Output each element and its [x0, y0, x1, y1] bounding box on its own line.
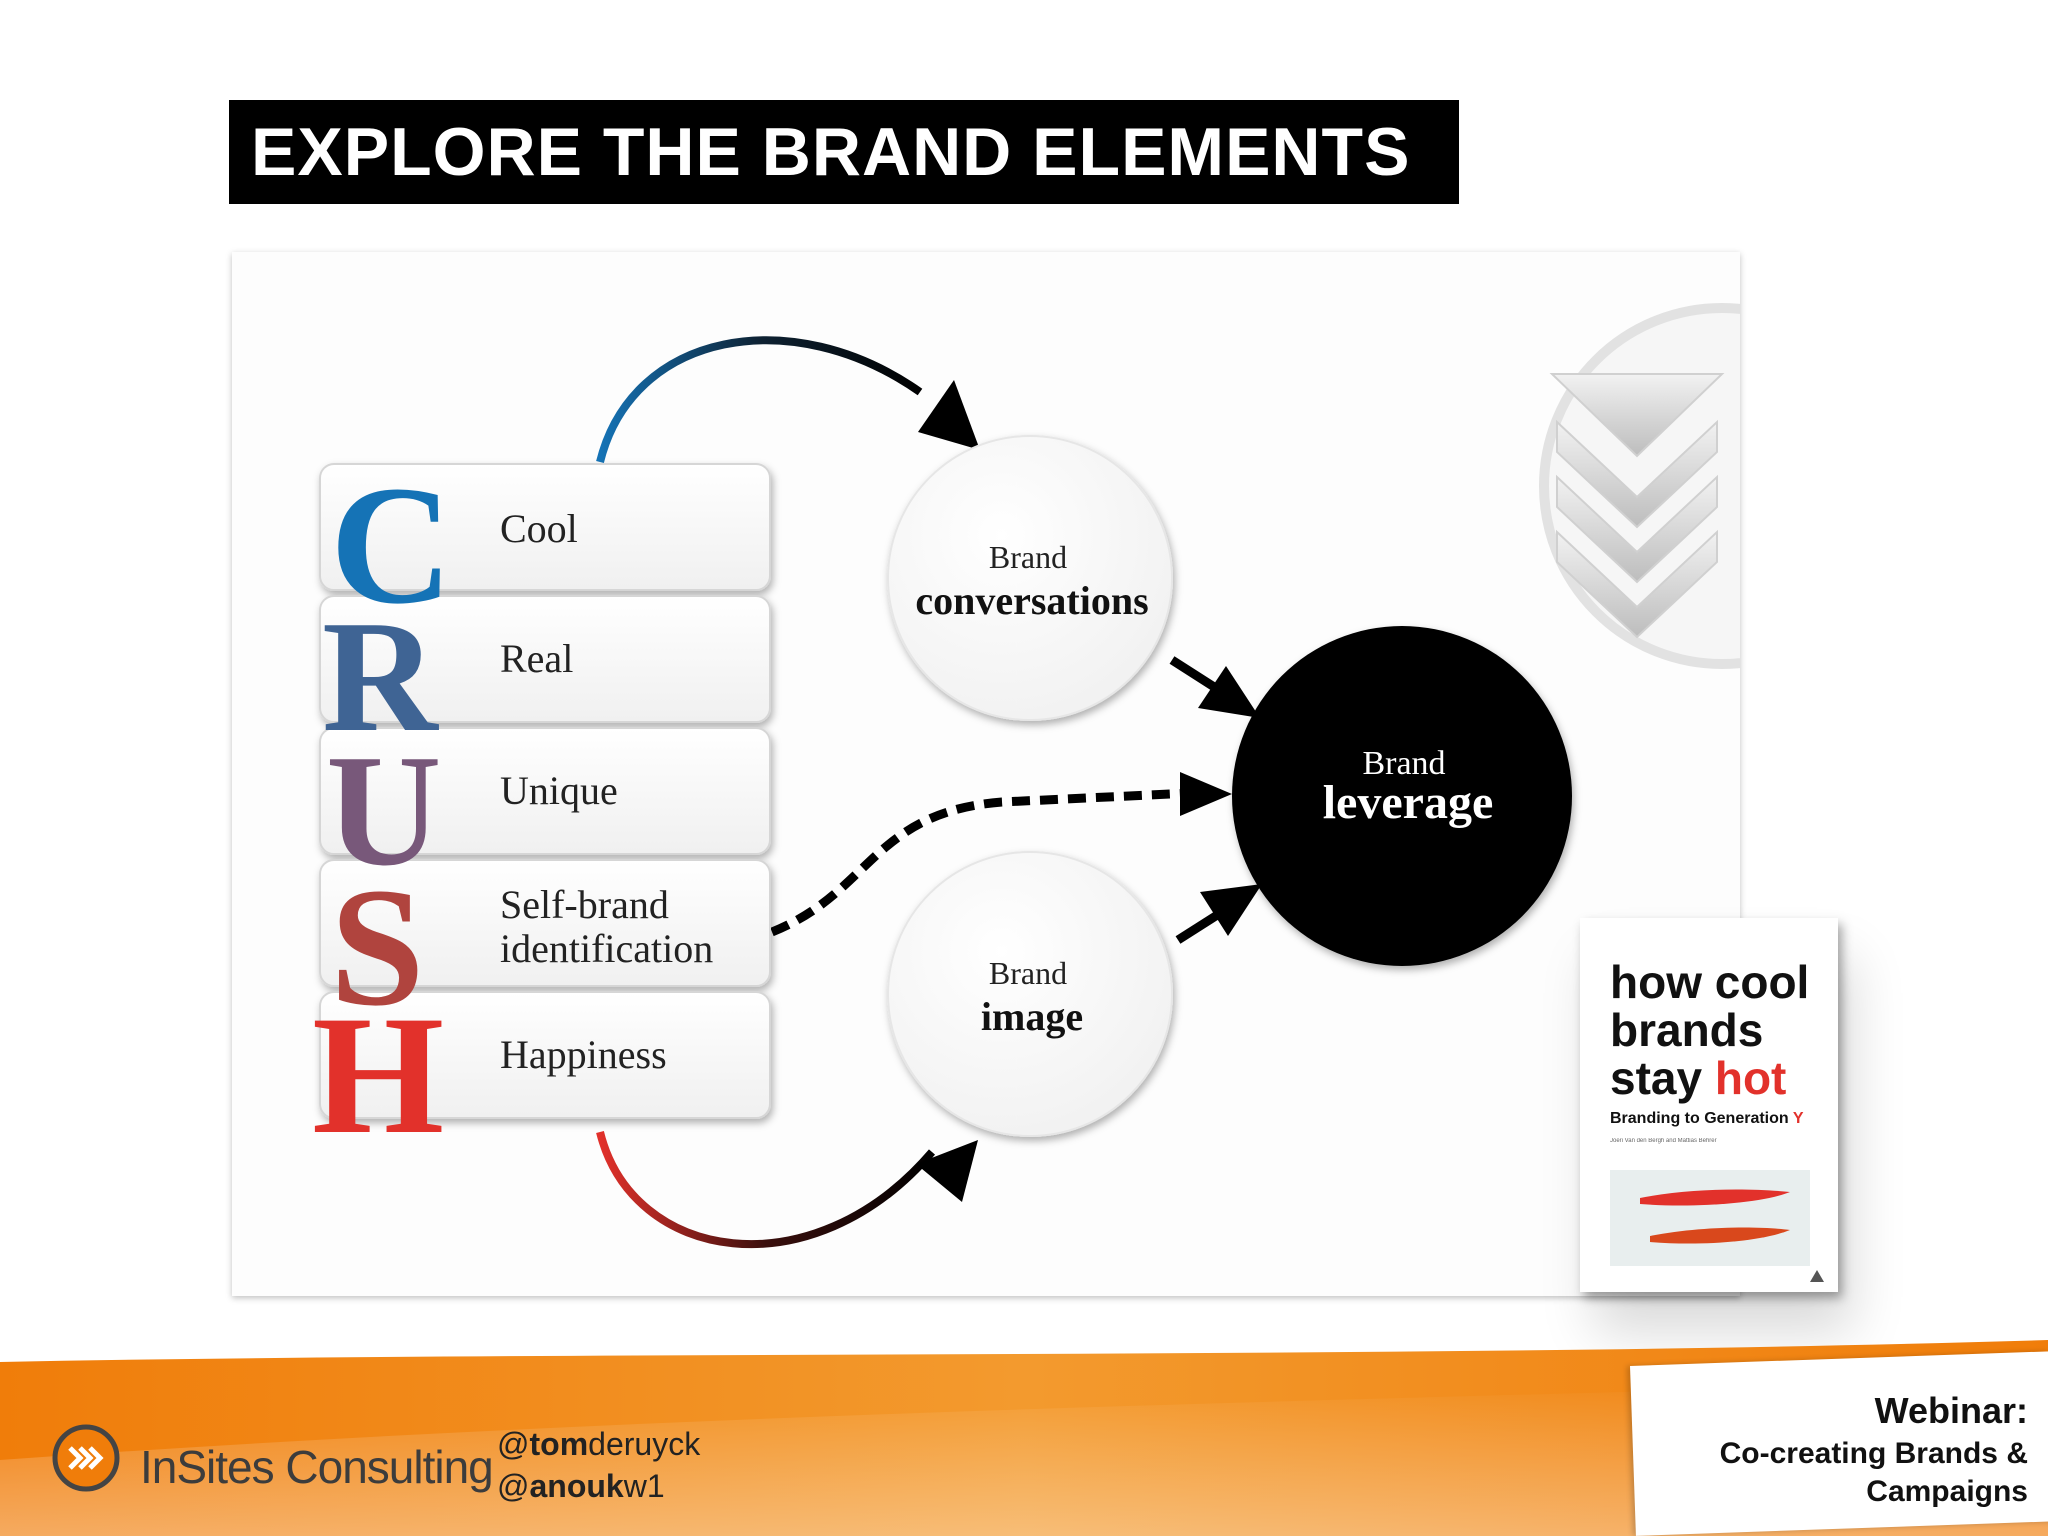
- book-cover: how cool brands stay hot Branding to Gen…: [1580, 918, 1838, 1292]
- webinar-title: Webinar:: [1874, 1390, 2028, 1431]
- image-label-line1: Brand: [989, 955, 1067, 991]
- crush-label-happiness: Happiness: [500, 1032, 667, 1077]
- book-title-hot: hot: [1714, 1052, 1787, 1104]
- crush-card-happiness: [319, 991, 771, 1119]
- arrowhead-leverage-top: [1198, 666, 1260, 718]
- conversations-label-line1: Brand: [989, 539, 1067, 575]
- crush-label-cool: Cool: [500, 506, 578, 551]
- webinar-subtitle: Co-creating Brands & Campaigns: [1719, 1437, 2028, 1508]
- crush-label-real: Real: [500, 636, 573, 681]
- book-title-line3: stay hot: [1610, 1054, 1830, 1102]
- brand-conversations-node: [887, 435, 1173, 721]
- arrow-cool-to-conversations: [596, 336, 923, 463]
- page-title: EXPLORE THE BRAND ELEMENTS: [251, 114, 1411, 190]
- publisher-logo-icon: [1810, 1270, 1824, 1282]
- crush-letter-c: C: [330, 451, 453, 639]
- image-label-line2: image: [981, 994, 1083, 1039]
- brand-leverage-node: [1232, 626, 1572, 966]
- leverage-label-line1: Brand: [1362, 745, 1445, 782]
- title-bar: EXPLORE THE BRAND ELEMENTS: [229, 100, 1459, 204]
- crush-label-unique: Unique: [500, 768, 618, 813]
- conversations-label-line2: conversations: [915, 578, 1148, 623]
- diagram-panel: Brand conversations Brand image Brand le…: [232, 252, 1740, 1296]
- crush-letter-h: H: [312, 981, 444, 1169]
- book-subtitle-text: Branding to Generation: [1610, 1110, 1793, 1127]
- crush-letter-s: S: [330, 853, 425, 1041]
- chili-pepper-image: [1610, 1170, 1810, 1266]
- book-subtitle-y: Y: [1792, 1110, 1804, 1127]
- book-title-stay: stay: [1610, 1052, 1715, 1104]
- arrowhead-leverage-bottom: [1200, 884, 1262, 936]
- brand-image-node: [887, 851, 1173, 1137]
- footer-band: [0, 1340, 2048, 1536]
- crush-card-unique: [319, 727, 771, 855]
- twitter-handle-tom[interactable]: @tomderuyck: [497, 1426, 701, 1462]
- book-authors: Joeri Van den Bergh and Mattias Behrer: [1610, 1138, 1717, 1144]
- crush-card-real: [319, 595, 771, 723]
- company-name: InSites Consulting: [140, 1441, 494, 1493]
- crush-label-self-brand-line2: identification: [500, 926, 713, 971]
- book-title: how cool brands stay hot: [1610, 958, 1830, 1102]
- arrow-happiness-to-image: [596, 1131, 936, 1248]
- crush-letter-u: U: [326, 721, 442, 899]
- triple-chevron-down-icon: [1539, 303, 1740, 669]
- crush-label-self-brand-line1: Self-brand: [500, 882, 669, 927]
- crush-card-cool: [319, 463, 771, 591]
- insites-logo-icon: [52, 1424, 120, 1492]
- arrowhead-image: [916, 1140, 978, 1202]
- dashed-arrow-self-brand-to-leverage: [770, 788, 1193, 937]
- leverage-label-line2: leverage: [1323, 776, 1494, 829]
- crush-letter-r: R: [322, 587, 439, 765]
- arrowhead-conversations: [918, 380, 980, 450]
- book-title-line1: how cool: [1610, 956, 1810, 1008]
- brand-diagram: Brand conversations Brand image Brand le…: [312, 303, 1740, 1248]
- arrowhead-leverage-dashed: [1180, 772, 1232, 816]
- crush-card-self-brand: [319, 859, 771, 987]
- book-title-line2: brands: [1610, 1004, 1764, 1056]
- twitter-handle-anouk[interactable]: @anoukw1: [497, 1468, 665, 1504]
- arrow-image-to-leverage: [1175, 908, 1225, 944]
- book-subtitle: Branding to Generation Y: [1610, 1110, 1830, 1128]
